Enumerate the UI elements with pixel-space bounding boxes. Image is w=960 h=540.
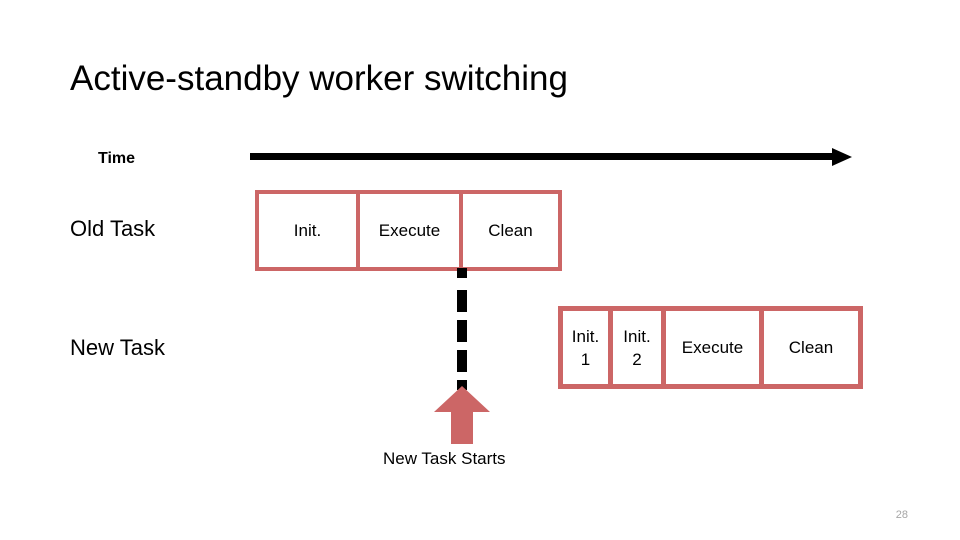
task-box-label: Init. 2	[613, 325, 661, 371]
task-box-old-execute: Execute	[356, 190, 463, 271]
task-box-label: Clean	[488, 220, 533, 240]
dash-segment	[457, 290, 467, 312]
task-box-label-line2: 2	[632, 349, 642, 369]
dash-segment	[457, 350, 467, 372]
page-number: 28	[895, 509, 908, 521]
task-box-label: Clean	[788, 337, 834, 357]
new-task-starts-caption: New Task Starts	[383, 449, 506, 468]
dash-segment	[457, 380, 467, 390]
task-box-new-init-1: Init. 1	[558, 306, 613, 389]
task-box-label-line1: Init.	[571, 326, 600, 346]
task-box-new-init-2: Init. 2	[608, 306, 666, 389]
start-arrow-head	[434, 386, 490, 412]
task-box-label: Execute	[378, 220, 441, 240]
task-box-label: Execute	[681, 337, 744, 357]
dashed-connector	[453, 268, 473, 390]
task-box-label: Init.	[293, 220, 322, 240]
time-axis-label: Time	[98, 150, 136, 167]
timeline-row-new-task: Init. 1 Init. 2 Execute Clean	[558, 306, 863, 389]
task-box-new-clean: Clean	[759, 306, 863, 389]
task-box-old-init: Init.	[255, 190, 360, 271]
row-label-new-task: New Task	[70, 335, 165, 360]
dash-segment	[457, 268, 467, 278]
page-title: Active-standby worker switching	[70, 59, 568, 98]
task-box-label: Init. 1	[563, 325, 608, 371]
task-box-new-execute: Execute	[661, 306, 764, 389]
task-box-label-line1: Init.	[623, 326, 651, 346]
start-arrow-shaft	[451, 411, 473, 444]
task-box-old-clean: Clean	[459, 190, 562, 271]
row-label-old-task: Old Task	[70, 216, 156, 241]
time-arrow-head-icon	[832, 148, 852, 166]
time-arrow-shaft	[250, 153, 836, 160]
new-task-start-arrow-icon	[434, 386, 490, 444]
time-axis-arrow	[250, 146, 852, 168]
task-box-label-line2: 1	[580, 349, 591, 369]
dash-segment	[457, 320, 467, 342]
timeline-row-old-task: Init. Execute Clean	[255, 190, 562, 271]
